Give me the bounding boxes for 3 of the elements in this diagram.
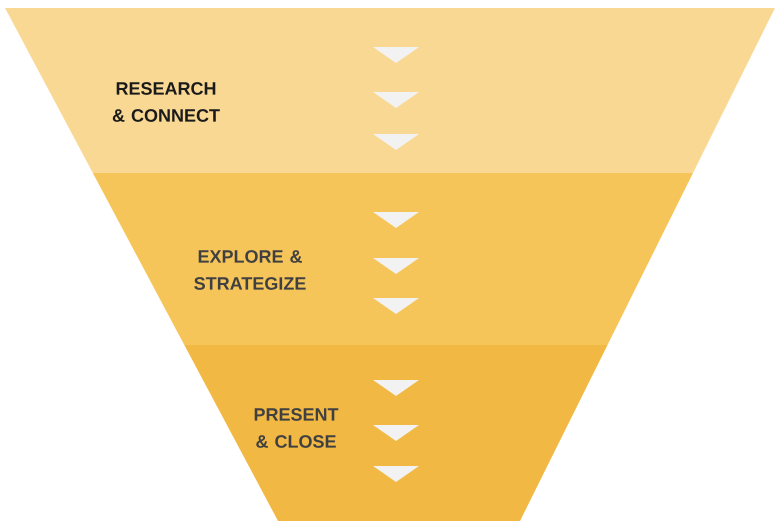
funnel-band: RESEARCH & CONNECT — [5, 8, 775, 173]
funnel-band: EXPLORE & STRATEGIZE — [92, 172, 693, 345]
funnel-band: PRESENT & CLOSE — [184, 345, 608, 521]
